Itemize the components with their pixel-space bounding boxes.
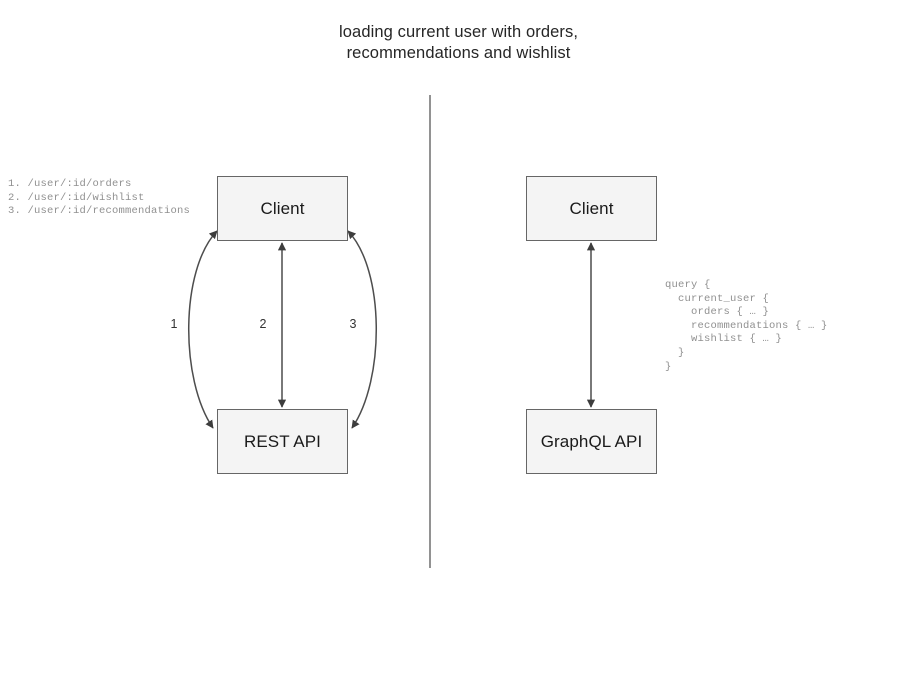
rest-endpoints-caption: 1. /user/:id/orders 2. /user/:id/wishlis… (8, 178, 191, 218)
node-graphql-api[interactable]: GraphQL API (526, 409, 657, 474)
edge-label-3: 3 (349, 317, 357, 331)
node-client-graphql[interactable]: Client (526, 176, 657, 241)
edge-label-2: 2 (259, 317, 267, 331)
node-rest-api[interactable]: REST API (217, 409, 348, 474)
edge-rest-1 (188, 230, 218, 429)
edge-label-1: 1 (170, 317, 178, 331)
graphql-query-caption: query { current_user { orders { … } reco… (665, 279, 828, 373)
node-client-rest[interactable]: Client (217, 176, 348, 241)
page-title: loading current user with orders, recomm… (339, 23, 578, 62)
edge-rest-3 (347, 230, 377, 429)
